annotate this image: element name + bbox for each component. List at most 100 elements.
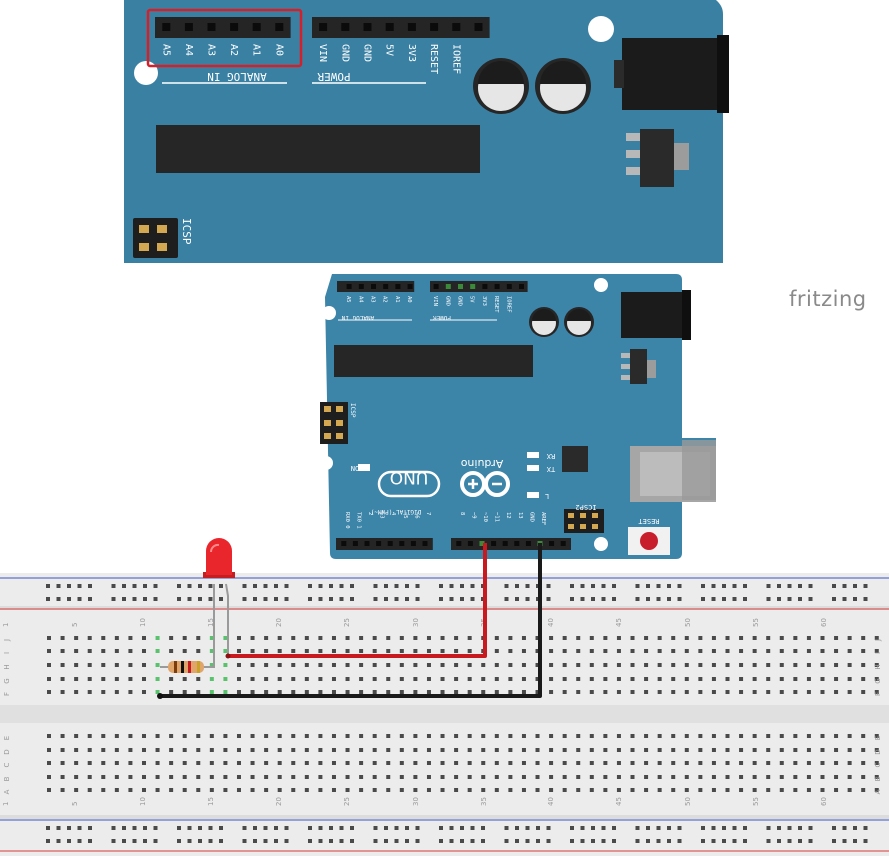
- breadboard-hole[interactable]: [74, 677, 79, 681]
- rail-hole[interactable]: [646, 584, 650, 588]
- rail-hole[interactable]: [711, 584, 716, 588]
- breadboard-hole[interactable]: [698, 775, 703, 779]
- breadboard-hole[interactable]: [182, 748, 187, 752]
- breadboard-hole[interactable]: [386, 663, 391, 667]
- breadboard-hole[interactable]: [684, 734, 689, 738]
- breadboard-hole[interactable]: [861, 788, 866, 792]
- breadboard-hole[interactable]: [711, 677, 716, 681]
- breadboard-hole[interactable]: [440, 663, 445, 667]
- rail-hole[interactable]: [722, 826, 726, 830]
- breadboard-hole[interactable]: [196, 734, 201, 738]
- breadboard-hole[interactable]: [725, 649, 730, 653]
- digital-socket[interactable]: [560, 541, 566, 546]
- breadboard-hole[interactable]: [87, 775, 92, 779]
- breadboard-hole[interactable]: [630, 761, 635, 765]
- breadboard-hole[interactable]: [630, 775, 635, 779]
- rail-hole[interactable]: [177, 839, 181, 843]
- rail-hole[interactable]: [56, 826, 61, 830]
- breadboard-hole[interactable]: [589, 788, 594, 792]
- rail-hole[interactable]: [46, 597, 50, 601]
- breadboard-hole[interactable]: [196, 748, 201, 752]
- rail-hole[interactable]: [536, 826, 540, 830]
- breadboard-hole[interactable]: [250, 690, 255, 694]
- breadboard-hole[interactable]: [128, 748, 133, 752]
- breadboard-hole[interactable]: [616, 663, 621, 667]
- rail-hole[interactable]: [656, 826, 661, 830]
- rail-hole[interactable]: [460, 826, 464, 830]
- breadboard-hole[interactable]: [806, 677, 811, 681]
- breadboard-hole[interactable]: [386, 690, 391, 694]
- breadboard-hole[interactable]: [440, 748, 445, 752]
- breadboard-hole[interactable]: [793, 663, 798, 667]
- rail-hole[interactable]: [798, 826, 802, 830]
- breadboard-hole[interactable]: [141, 690, 146, 694]
- breadboard-hole[interactable]: [196, 636, 201, 640]
- rail-hole[interactable]: [88, 826, 92, 830]
- rail-hole[interactable]: [470, 839, 475, 843]
- breadboard-hole[interactable]: [508, 761, 513, 765]
- breadboard-hole[interactable]: [806, 788, 811, 792]
- breadboard-hole[interactable]: [141, 748, 146, 752]
- breadboard-hole[interactable]: [250, 775, 255, 779]
- breadboard-hole[interactable]: [630, 663, 635, 667]
- breadboard-hole[interactable]: [101, 761, 106, 765]
- breadboard-hole[interactable]: [861, 775, 866, 779]
- breadboard-hole[interactable]: [603, 788, 608, 792]
- breadboard-hole[interactable]: [766, 677, 771, 681]
- rail-hole[interactable]: [853, 826, 857, 830]
- breadboard-hole[interactable]: [114, 734, 119, 738]
- breadboard-hole[interactable]: [657, 649, 662, 653]
- rail-hole[interactable]: [601, 839, 606, 843]
- breadboard-hole[interactable]: [331, 734, 336, 738]
- breadboard-hole[interactable]: [372, 748, 377, 752]
- rail-hole[interactable]: [601, 584, 606, 588]
- rail-hole[interactable]: [384, 584, 388, 588]
- rail-hole[interactable]: [580, 584, 585, 588]
- breadboard-hole[interactable]: [128, 677, 133, 681]
- breadboard-hole[interactable]: [74, 649, 79, 653]
- rail-hole[interactable]: [67, 597, 71, 601]
- breadboard-hole[interactable]: [684, 761, 689, 765]
- breadboard-hole[interactable]: [386, 636, 391, 640]
- rail-hole[interactable]: [787, 826, 792, 830]
- rail-hole[interactable]: [787, 584, 792, 588]
- rail-hole[interactable]: [656, 584, 661, 588]
- breadboard-hole[interactable]: [671, 663, 676, 667]
- breadboard-hole[interactable]: [426, 748, 431, 752]
- breadboard-hole[interactable]: [291, 690, 296, 694]
- breadboard-hole[interactable]: [861, 663, 866, 667]
- breadboard-hole[interactable]: [834, 677, 839, 681]
- breadboard-hole[interactable]: [874, 690, 879, 694]
- rail-hole[interactable]: [777, 597, 781, 601]
- breadboard-hole[interactable]: [399, 775, 404, 779]
- rail-hole[interactable]: [208, 839, 213, 843]
- breadboard-hole[interactable]: [508, 748, 513, 752]
- breadboard-hole[interactable]: [169, 690, 174, 694]
- breadboard-hole[interactable]: [684, 788, 689, 792]
- breadboard-hole[interactable]: [359, 775, 364, 779]
- breadboard-hole[interactable]: [508, 663, 513, 667]
- breadboard-hole[interactable]: [114, 649, 119, 653]
- breadboard-hole[interactable]: [236, 690, 241, 694]
- breadboard-hole[interactable]: [820, 677, 825, 681]
- breadboard-hole[interactable]: [739, 663, 744, 667]
- breadboard-hole[interactable]: [114, 775, 119, 779]
- rail-hole[interactable]: [591, 839, 595, 843]
- breadboard-hole[interactable]: [413, 677, 418, 681]
- breadboard-hole[interactable]: [494, 761, 499, 765]
- breadboard-hole[interactable]: [196, 690, 201, 694]
- board-socket[interactable]: [407, 284, 413, 289]
- board-socket[interactable]: [383, 284, 389, 289]
- rail-hole[interactable]: [219, 839, 223, 843]
- breadboard-hole[interactable]: [861, 734, 866, 738]
- breadboard-hole[interactable]: [223, 734, 228, 738]
- breadboard-hole[interactable]: [169, 748, 174, 752]
- breadboard-hole[interactable]: [589, 734, 594, 738]
- board-socket[interactable]: [470, 284, 476, 289]
- breadboard-hole[interactable]: [47, 649, 51, 653]
- breadboard-hole[interactable]: [603, 636, 608, 640]
- rail-hole[interactable]: [198, 826, 202, 830]
- rail-hole[interactable]: [777, 839, 781, 843]
- breadboard-hole[interactable]: [576, 663, 581, 667]
- breadboard-hole[interactable]: [182, 734, 187, 738]
